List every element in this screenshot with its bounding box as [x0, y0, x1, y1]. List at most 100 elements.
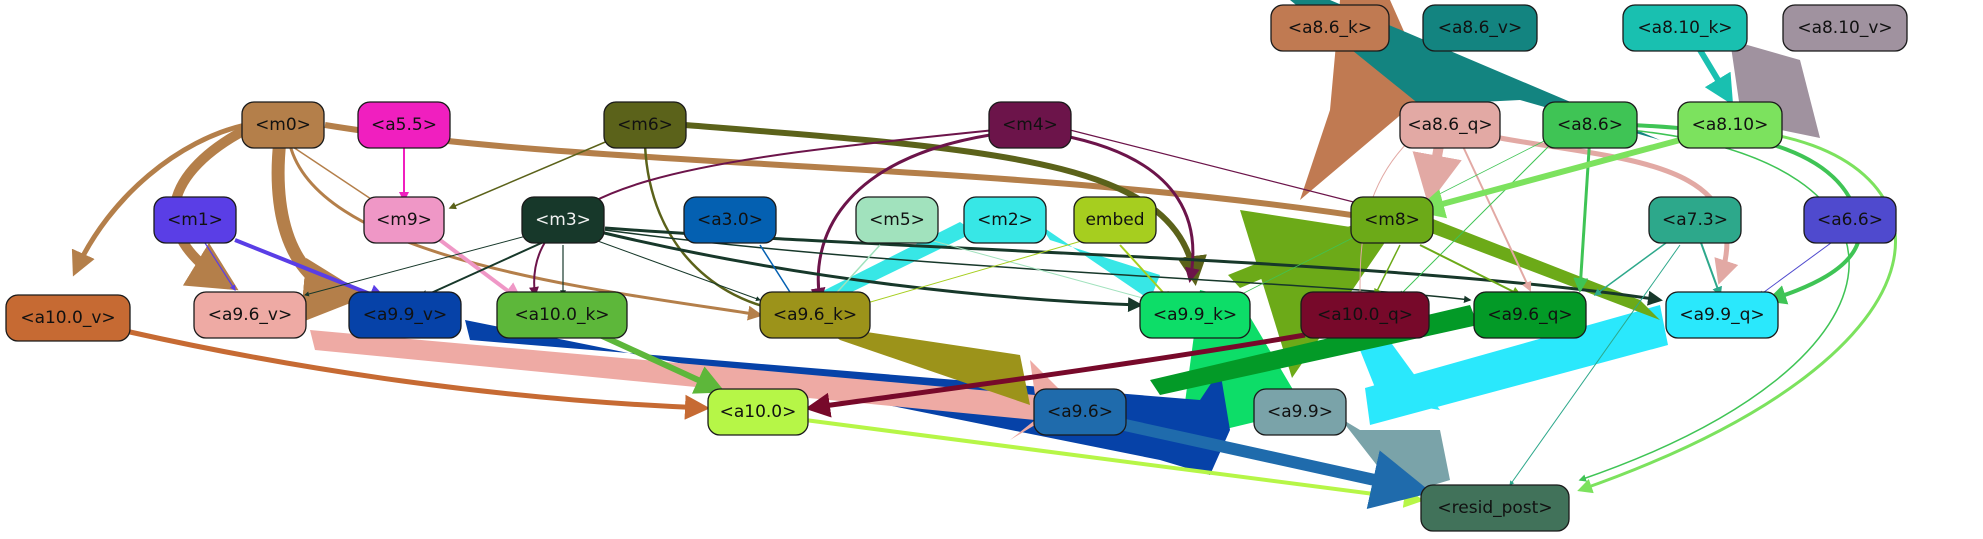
- node-a8-6q: <a8.6_q>: [1399, 101, 1501, 149]
- edge-a6_6-to-a9_9q: [1759, 239, 1836, 296]
- edge-a7_3-to-a9_9q: [1699, 239, 1722, 297]
- node-box: [759, 291, 871, 339]
- edge-m5-to-a9_9k: [929, 239, 1151, 302]
- edge-m0-to-a9_9v: [271, 139, 368, 323]
- edge-m6-to-m9: [448, 139, 611, 210]
- node-box: [707, 388, 809, 436]
- node-label: <a9.9>: [1267, 402, 1333, 422]
- node-label: <m8>: [1364, 210, 1420, 230]
- node-label: <a6.6>: [1817, 210, 1883, 230]
- edge-m0-to-m9: [289, 144, 382, 206]
- edge-a9_6v-to-a9_6: [310, 330, 1070, 440]
- node-box: [1399, 101, 1501, 149]
- node-label: <a9.9_q>: [1679, 305, 1764, 325]
- node-box: [1270, 4, 1390, 52]
- edge-m5-to-a9_6k: [828, 244, 881, 302]
- edge-m4-to-m8: [1069, 129, 1387, 212]
- node-a8-6v: <a8.6_v>: [1422, 4, 1538, 52]
- node-box: [1073, 196, 1157, 244]
- edge-a9_6-to-resid: [1123, 419, 1432, 509]
- node-box: [193, 291, 307, 339]
- node-a8-10: <a8.10>: [1677, 101, 1783, 149]
- edge-a7_3-to-a9_6q: [1593, 239, 1671, 296]
- node-a8-6: <a8.6>: [1542, 101, 1638, 149]
- node-box: [683, 196, 777, 244]
- edge-embed-to-a9_6k: [859, 239, 1086, 307]
- edge-m2-to-a9_9k: [1040, 225, 1160, 300]
- edge-a8_6q-to-a9_6q: [1459, 139, 1532, 292]
- node-label: <a9.6_k>: [773, 305, 857, 325]
- node-label: <m4>: [1002, 115, 1058, 135]
- node-a10-0k: <a10.0_k>: [496, 291, 628, 339]
- node-box: [1677, 101, 1783, 149]
- node-box: [855, 196, 939, 244]
- node-box: [521, 196, 605, 244]
- node-box: [1420, 484, 1570, 532]
- node-m2: <m2>: [963, 196, 1047, 244]
- edge-a8_10-to-resid: [1577, 128, 1897, 494]
- edge-a8_6-to-a10_0q: [1399, 134, 1561, 296]
- node-label: <a8.6_v>: [1438, 18, 1523, 38]
- node-a9-6q: <a9.6_q>: [1473, 291, 1587, 339]
- node-label: <m5>: [869, 210, 925, 230]
- node-box: [1422, 4, 1538, 52]
- node-a9-6k: <a9.6_k>: [759, 291, 871, 339]
- node-a9-9q: <a9.9_q>: [1665, 291, 1779, 339]
- node-box: [603, 101, 687, 149]
- node-label: <a3.0>: [697, 210, 763, 230]
- edge-a8_6-to-a9_6q: [1573, 134, 1592, 293]
- node-a9-9k: <a9.9_k>: [1139, 291, 1251, 339]
- edge-m6-to-a9_6k: [643, 144, 783, 315]
- node-label: <a8.6>: [1557, 115, 1623, 135]
- node-label: <a10.0_q>: [1317, 305, 1413, 325]
- node-a9-9: <a9.9>: [1253, 388, 1347, 436]
- edge-m1-to-a9_6v: [204, 242, 236, 292]
- edge-a3_0-to-a9_6k: [759, 244, 796, 302]
- node-a10-0: <a10.0>: [707, 388, 809, 436]
- node-box: [363, 196, 445, 244]
- edge-m3-to-a9_6v: [304, 234, 531, 297]
- node-a9-9v: <a9.9_v>: [348, 291, 462, 339]
- node-resid-post: <resid_post>: [1420, 484, 1570, 532]
- node-m5: <m5>: [855, 196, 939, 244]
- node-label: <a8.6_q>: [1407, 115, 1492, 135]
- node-a8-10v: <a8.10_v>: [1782, 4, 1908, 52]
- node-box: [1139, 291, 1251, 339]
- node-box: [1782, 4, 1908, 52]
- node-a10-0q: <a10.0_q>: [1300, 291, 1430, 339]
- edge-m3-to-a9_9v: [418, 239, 549, 300]
- node-m1: <m1>: [153, 196, 237, 244]
- edge-m2-to-a9_6k: [805, 222, 975, 305]
- node-a10-0v: <a10.0_v>: [5, 294, 131, 342]
- node-label: <m3>: [535, 210, 591, 230]
- node-label: <a8.10>: [1692, 115, 1769, 135]
- nodes: <a8.6_k><a8.6_v><a8.10_k><a8.10_v><m0><a…: [5, 4, 1908, 532]
- edge-a8_10-to-m8: [1414, 137, 1681, 219]
- edge-m6-to-a9_9k: [684, 122, 1207, 286]
- node-m4: <m4>: [988, 101, 1072, 149]
- node-m9: <m9>: [363, 196, 445, 244]
- node-box: [496, 291, 628, 339]
- node-a8-k: <a8.6_k>: [1270, 4, 1390, 52]
- node-box: [241, 101, 325, 149]
- node-box: [1350, 196, 1434, 244]
- node-a9-6v: <a9.6_v>: [193, 291, 307, 339]
- node-embed: embed: [1073, 196, 1157, 244]
- edge-m0-to-a9_6k: [288, 144, 763, 321]
- node-box: [357, 101, 451, 149]
- node-a5-5: <a5.5>: [357, 101, 451, 149]
- node-box: [1253, 388, 1347, 436]
- edge-a10_0q-to-a10_0: [805, 332, 1306, 418]
- edge-m4-to-a10_0k: [529, 129, 996, 297]
- node-box: [348, 291, 462, 339]
- node-m0: <m0>: [241, 101, 325, 149]
- node-label: <a8.6_k>: [1288, 18, 1372, 38]
- edge-a10_0-to-resid: [804, 418, 1424, 508]
- edge-embed-to-a9_9k: [1119, 244, 1172, 302]
- edge-a9_9q-to-a9_9: [1365, 305, 1668, 425]
- node-label: <m0>: [255, 115, 311, 135]
- node-label: <a8.10_v>: [1797, 18, 1892, 38]
- node-box: [153, 196, 237, 244]
- edge-m8-to-a10_0q: [1374, 244, 1401, 297]
- node-label: <a5.5>: [371, 115, 437, 135]
